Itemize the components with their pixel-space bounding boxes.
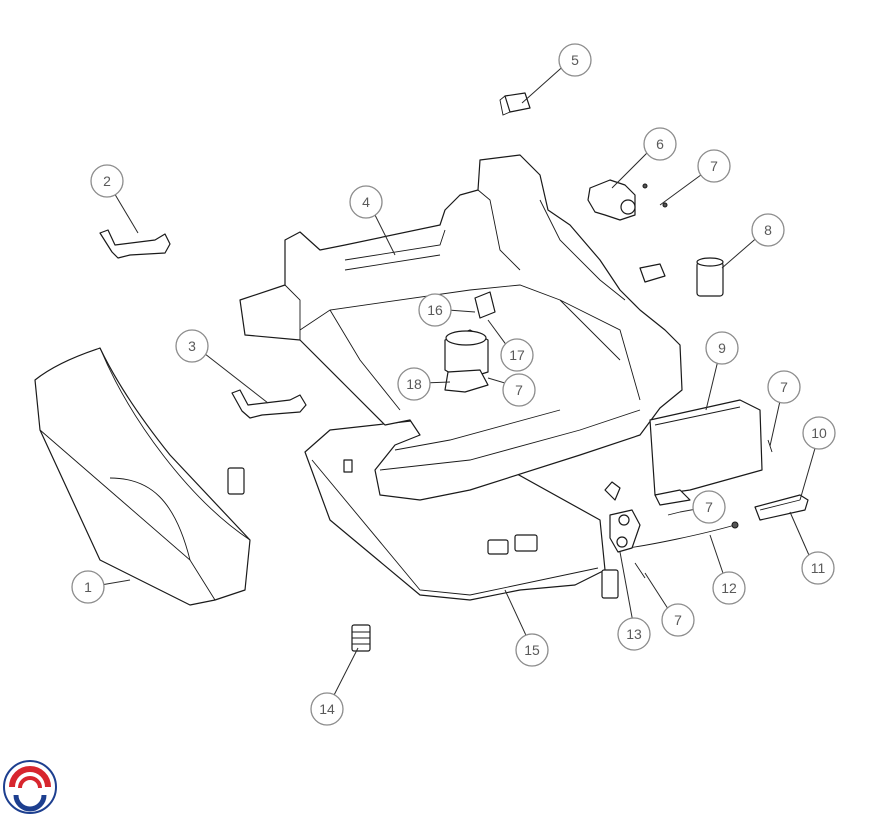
svg-text:6: 6: [656, 136, 664, 152]
part-5-small-block: [499, 92, 531, 116]
callout-18: 18: [397, 367, 431, 401]
brand-logo: [3, 760, 57, 814]
part-6-inlet-valve: [587, 179, 668, 221]
svg-text:7: 7: [705, 499, 713, 515]
part-4-base-frame: [239, 154, 683, 501]
callout-2: 2: [90, 164, 124, 198]
svg-text:15: 15: [524, 642, 540, 658]
callout-9: 9: [705, 331, 739, 365]
callout-3: 3: [175, 329, 209, 363]
leader-lines: [94, 61, 819, 704]
svg-text:14: 14: [319, 701, 335, 717]
svg-text:13: 13: [626, 626, 642, 642]
callout-15: 15: [515, 633, 549, 667]
svg-text:7: 7: [710, 158, 718, 174]
part-2-bracket: [99, 229, 171, 259]
callout-7b: 7: [767, 370, 801, 404]
callout-5: 5: [558, 43, 592, 77]
callout-8: 8: [751, 213, 785, 247]
svg-text:4: 4: [362, 194, 370, 210]
callout-10: 10: [802, 416, 836, 450]
callout-7a: 7: [697, 149, 731, 183]
svg-text:8: 8: [764, 222, 772, 238]
part-9-control-board: [649, 399, 763, 506]
svg-text:2: 2: [103, 173, 111, 189]
svg-text:3: 3: [188, 338, 196, 354]
callout-7c: 7: [692, 490, 726, 524]
callout-7d: 7: [661, 603, 695, 637]
callout-14: 14: [310, 692, 344, 726]
svg-text:12: 12: [721, 580, 737, 596]
part-14-leveling-feet: [227, 467, 619, 652]
callout-1: 1: [71, 570, 105, 604]
callout-4: 4: [349, 185, 383, 219]
part-3-bracket: [231, 389, 307, 419]
svg-text:11: 11: [811, 560, 826, 576]
callout-7e: 7: [502, 373, 536, 407]
svg-text:7: 7: [780, 379, 788, 395]
part-1-kick-panel: [34, 347, 251, 606]
part-10-11-heater: [754, 494, 809, 521]
part-16-18-sump: [444, 291, 496, 393]
svg-text:10: 10: [811, 425, 827, 441]
callout-13: 13: [617, 617, 651, 651]
callout-6: 6: [643, 127, 677, 161]
part-13-float: [604, 481, 641, 553]
svg-text:18: 18: [406, 376, 422, 392]
callout-11: 11: [801, 551, 835, 585]
svg-text:9: 9: [718, 340, 726, 356]
svg-text:1: 1: [84, 579, 92, 595]
part-8-pump: [639, 257, 724, 297]
svg-text:16: 16: [427, 302, 443, 318]
callout-12: 12: [712, 571, 746, 605]
callout-17: 17: [500, 338, 534, 372]
svg-text:17: 17: [509, 347, 525, 363]
callout-16: 16: [418, 293, 452, 327]
svg-text:7: 7: [515, 382, 523, 398]
svg-text:7: 7: [674, 612, 682, 628]
svg-text:5: 5: [571, 52, 579, 68]
part-12-wire: [627, 521, 739, 549]
